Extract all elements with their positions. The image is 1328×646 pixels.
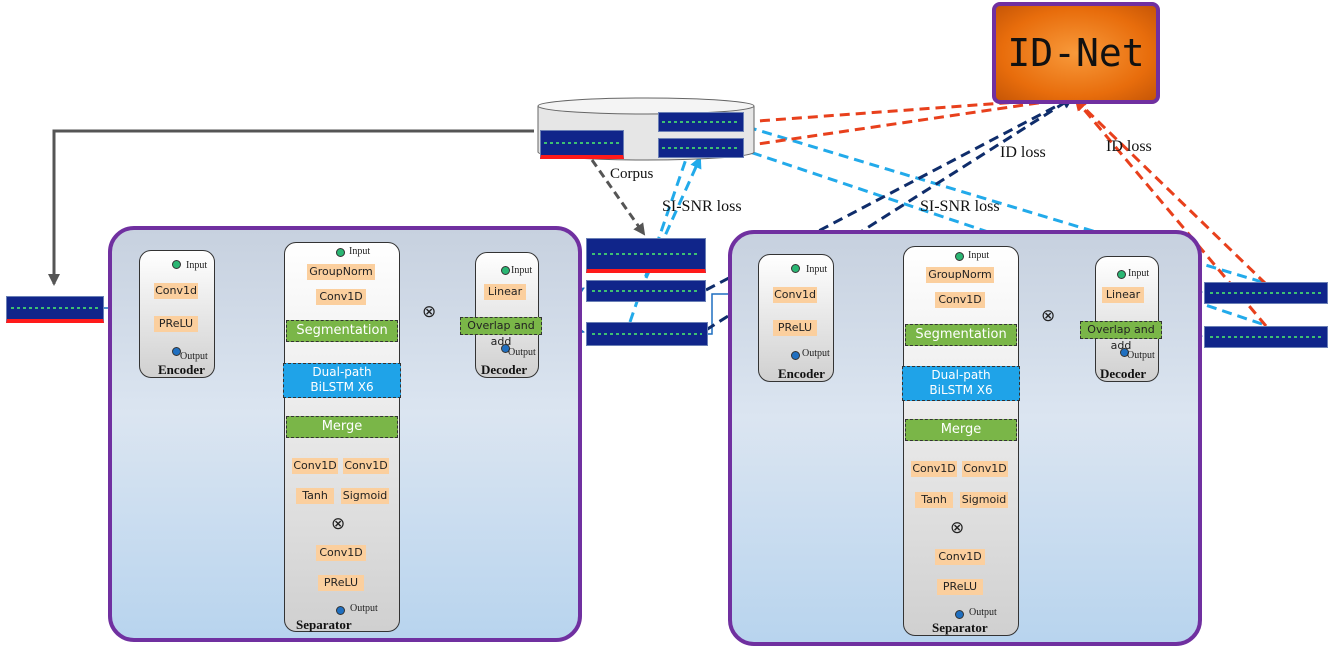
id-line-output-1 [1074,98,1268,286]
segmentation-box-left: Segmentation [286,320,398,342]
output-dot [336,606,345,615]
multiply-symbol: ⊗ [950,518,965,538]
separator-conv-b-right: Conv1D [962,461,1008,477]
waveform-separated-1 [586,280,706,302]
encoder-title-left: Encoder [158,362,205,377]
separator-sigmoid-left: Sigmoid [341,488,389,504]
input-label: Input [806,264,828,275]
encoder-conv-right: Conv1d [773,287,817,303]
si-snr-loss-label-left: SI-SNR loss [662,198,742,215]
separator-conv-out-left: Conv1D [316,545,366,561]
output-dot [955,610,964,619]
corpus-remix-line [590,159,646,236]
separator-tanh-right: Tanh [915,492,953,508]
output-label: Output [180,351,208,362]
merge-box-left: Merge [286,416,398,438]
separator-prelu-left: PReLU [318,575,364,591]
input-dot [172,260,181,269]
input-label: Input [186,260,208,271]
encoder-prelu-right: PReLU [773,320,817,336]
output-label: Output [969,607,997,618]
si-snr-line-right-1 [743,124,1263,284]
input-label: Input [349,246,371,257]
output-label: Output [508,347,536,358]
separator-groupnorm-right: GroupNorm [926,267,994,283]
dualpath-line2: BiLSTM X6 [310,380,374,394]
separator-title-left: Separator [296,617,352,632]
segmentation-box-right: Segmentation [905,324,1017,346]
multiply-symbol: ⊗ [422,302,437,322]
waveform-output-2 [1204,326,1328,348]
separator-groupnorm-left: GroupNorm [307,264,375,280]
decoder-title-left: Decoder [481,362,528,377]
encoder-block-left [139,250,215,378]
input-dot [791,264,800,273]
input-label: Input [511,265,533,276]
output-label: Output [802,348,830,359]
output-label: Output [1127,350,1155,361]
id-loss-label-left: ID loss [1000,144,1046,161]
separator-prelu-right: PReLU [937,579,983,595]
output-dot [172,347,181,356]
separator-title-right: Separator [932,620,988,635]
input-dot [501,266,510,275]
separator-conv-out-right: Conv1D [935,549,985,565]
waveform-corpus-source-1 [658,112,744,132]
encoder-conv-left: Conv1d [154,283,198,299]
separator-conv-a-right: Conv1D [911,461,957,477]
waveform-remix [586,238,706,273]
multiply-symbol: ⊗ [1041,306,1056,326]
encoder-title-right: Encoder [778,366,825,381]
output-dot [1120,348,1129,357]
separator-sigmoid-right: Sigmoid [960,492,1008,508]
corpus-feed-line [48,129,534,286]
waveform-corpus-source-2 [658,138,744,158]
id-net-box: ID-Net [992,2,1160,104]
input-dot [336,248,345,257]
decoder-linear-left: Linear [484,284,526,300]
waveform-output-1 [1204,282,1328,304]
corpus-label: Corpus [610,166,654,182]
decoder-linear-right: Linear [1102,287,1144,303]
encoder-prelu-left: PReLU [154,316,198,332]
waveform-corpus-mixture [540,130,624,159]
overlap-box-right: Overlap and add [1080,321,1162,352]
input-label: Input [1128,268,1150,279]
dualpath-line1: Dual-path [931,368,991,382]
input-dot [955,252,964,261]
input-label: Input [968,250,990,261]
output-dot [791,351,800,360]
output-label: Output [350,603,378,614]
dualpath-line1: Dual-path [312,365,372,379]
si-snr-loss-label-right: SI-SNR loss [920,198,1000,215]
separator-conv-in-right: Conv1D [935,292,985,308]
output-dot [501,344,510,353]
separator-conv-in-left: Conv1D [316,289,366,305]
overlap-box-left: Overlap and add [460,317,542,348]
input-dot [1117,270,1126,279]
merge-box-right: Merge [905,419,1017,441]
separator-tanh-left: Tanh [296,488,334,504]
separator-block-right [903,246,1019,636]
id-line-corpus-2 [743,96,1073,148]
separator-conv-b-left: Conv1D [343,458,389,474]
waveform-mixture-input [6,296,104,323]
multiply-symbol: ⊗ [331,514,346,534]
encoder-block-right [758,254,834,382]
decoder-title-right: Decoder [1100,366,1147,381]
dualpath-line2: BiLSTM X6 [929,383,993,397]
decoder-block-right [1095,256,1159,382]
separator-conv-a-left: Conv1D [292,458,338,474]
id-loss-label-right: ID loss [1106,138,1152,155]
waveform-separated-2 [586,322,708,346]
